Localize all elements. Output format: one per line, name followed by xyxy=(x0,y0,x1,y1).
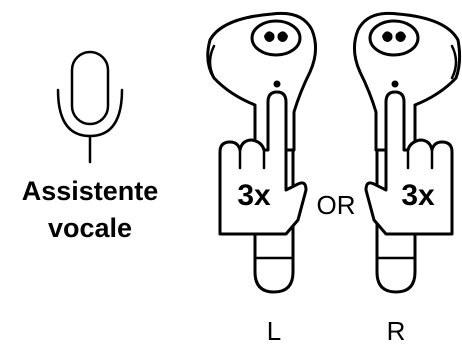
touch-sensor-dot-right xyxy=(391,80,399,88)
left-hand-pointing xyxy=(218,90,308,236)
voice-assistant-label-line2: vocale xyxy=(48,213,132,243)
voice-assistant-label-line1: Assistente xyxy=(22,176,159,206)
right-hand-pointing xyxy=(364,90,454,236)
right-tap-count: 3x xyxy=(401,179,435,212)
microphone-icon xyxy=(56,50,124,164)
left-tap-count: 3x xyxy=(237,179,271,212)
left-side-label: L xyxy=(267,316,281,346)
right-side-label: R xyxy=(387,316,406,346)
or-connector: OR xyxy=(317,190,356,220)
touch-sensor-dot-left xyxy=(273,80,281,88)
